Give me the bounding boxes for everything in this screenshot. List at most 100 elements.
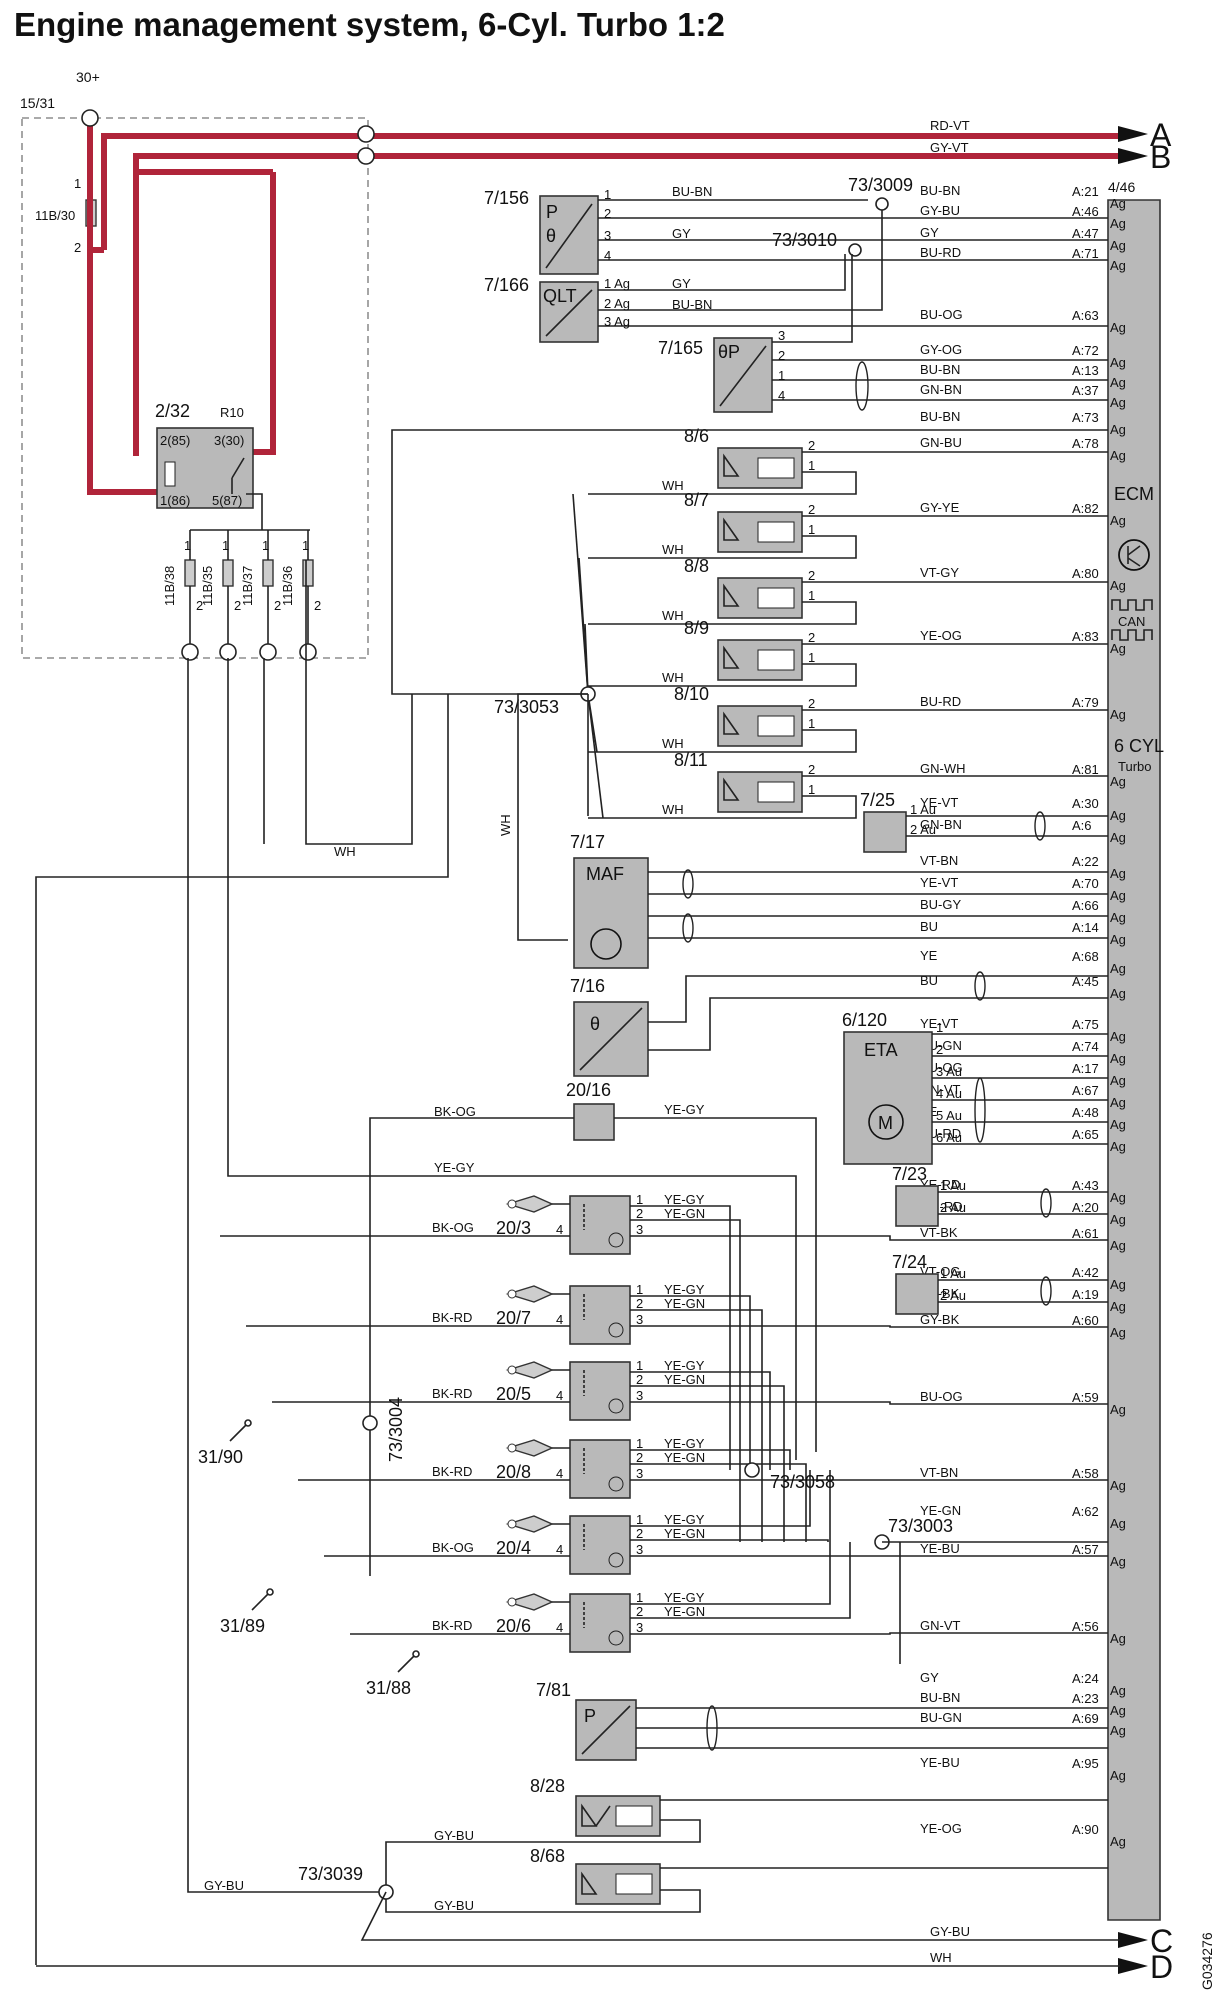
relay-pin-86: 1(86) (160, 493, 190, 508)
injector-wh: WH (662, 542, 684, 557)
ecm-pin-label: A:6 (1072, 818, 1092, 833)
capacitor-wires (369, 1117, 817, 1576)
injector-label: 8/7 (684, 490, 709, 510)
ecm-pin-label: A:23 (1072, 1691, 1099, 1706)
fuse-pin: 2 (314, 598, 321, 613)
sensor-diagonal (545, 203, 593, 269)
coil-pin: 1 (636, 1358, 643, 1373)
red-wire-relay-switch (246, 172, 276, 455)
ecm-pin-label: A:21 (1072, 184, 1099, 199)
ecm-wire-color: GY-OG (920, 342, 962, 357)
coil-wire-3 (630, 1235, 1108, 1241)
splice-3039-label: 73/3039 (298, 1864, 363, 1884)
c717-label: 7/17 (570, 832, 605, 852)
coil-wire-label: YE-GN (664, 1296, 705, 1311)
wire-wh-label: WH (334, 844, 356, 859)
output-wire-color: WH (930, 1950, 952, 1965)
c828-label: 8/28 (530, 1776, 565, 1796)
injector-pin: 2 (808, 438, 815, 453)
injector-symbol (723, 645, 740, 669)
coil-label: 20/5 (496, 1384, 531, 1404)
ecm-pin-label: A:20 (1072, 1200, 1099, 1215)
injector-label: 8/6 (684, 426, 709, 446)
output-letter: D (1150, 1949, 1173, 1985)
coil-wire-1 (630, 1205, 731, 1470)
injector-label: 8/8 (684, 556, 709, 576)
sensor-7-156-wires (598, 199, 1108, 261)
wire-ye-gy-trunk: YE-GY (434, 1160, 475, 1175)
ecm-pin-label: A:90 (1072, 1822, 1099, 1837)
sensor-diagonal (545, 289, 593, 337)
ecm-pin-label: A:58 (1072, 1466, 1099, 1481)
ecm-wire-color: GN-BN (920, 382, 962, 397)
ecm-pin-label: A:14 (1072, 920, 1099, 935)
coil-pin: 4 (556, 1222, 563, 1237)
pin4: 4 (778, 388, 785, 403)
coil-wire-1 (630, 1470, 811, 1527)
relay-out-wire (246, 493, 263, 530)
splice-73-3004: 73/3004 (362, 1397, 406, 1462)
ecm-pin-suffix: Ag (1110, 910, 1126, 925)
coil-label: 20/4 (496, 1538, 531, 1558)
ecm-pin-suffix: Ag (1110, 1277, 1126, 1292)
plug-tip (507, 1199, 517, 1209)
ecm-pin-suffix: Ag (1110, 1029, 1126, 1044)
splice-3004-dot (362, 1415, 378, 1431)
coil-transistor-icon (608, 1552, 624, 1568)
can-waveform-bottom (1111, 629, 1153, 641)
injector-pin: 2 (808, 762, 815, 777)
pedal-pin: 2 Au (940, 1200, 966, 1215)
ecm-pin-suffix: Ag (1110, 1139, 1126, 1154)
ecm-pin-label: A:71 (1072, 246, 1099, 261)
output-arrow (1118, 1932, 1148, 1948)
fuse-label: 11B/36 (280, 566, 295, 606)
ecm-pin-label: A:42 (1072, 1265, 1099, 1280)
output-wire-color: GY-BU (930, 1924, 970, 1939)
sensor-7-25-wires (906, 815, 1108, 837)
coil-pin: 4 (556, 1542, 563, 1557)
c7156-label: 7/156 (484, 188, 529, 208)
injector-label: 8/10 (674, 684, 709, 704)
page-title: Engine management system, 6-Cyl. Turbo 1… (14, 6, 725, 43)
ecm-pin-label: A:75 (1072, 1017, 1099, 1032)
valve-8-68-wires (385, 1867, 1108, 1913)
ecm-pin-suffix: Ag (1110, 1631, 1126, 1646)
ecm-wire-color: VT-BN (920, 1465, 958, 1480)
ecm-pin-label: A:37 (1072, 383, 1099, 398)
injector-pin: 1 (808, 458, 815, 473)
splice-73-3053: 73/3053 WH WH (35, 429, 1108, 1965)
relay-coil (164, 461, 176, 487)
plug-tip (507, 1443, 517, 1453)
ecm-pin-label: A:62 (1072, 1504, 1099, 1519)
output-arrow (1118, 148, 1148, 164)
ecm-pin-label: A:69 (1072, 1711, 1099, 1726)
coil-pin: 3 (636, 1312, 643, 1327)
fuse-junction (259, 643, 277, 661)
c781-label: 7/81 (536, 1680, 571, 1700)
ecm-wire-color: BU-BN (920, 409, 960, 424)
coil-transistor-icon (608, 1630, 624, 1646)
injector-coil (757, 587, 795, 609)
ground-label: 31/88 (366, 1678, 411, 1698)
injector-fan (584, 623, 589, 695)
splice-3010-label: 73/3010 (772, 230, 837, 250)
coil-wire-3 (630, 1401, 1108, 1405)
sensor-7-16: 7/16 θ (570, 971, 1108, 1077)
ecm-pin-label: A:65 (1072, 1127, 1099, 1142)
ecm-pin-label: A:72 (1072, 343, 1099, 358)
injector-symbol (723, 517, 740, 541)
injector-pin: 1 (808, 588, 815, 603)
pedal-wires (938, 1191, 1108, 1215)
fuse-pin-2: 2 (74, 240, 81, 255)
twisted-pair (855, 361, 869, 411)
twisted-pair (1040, 1188, 1052, 1218)
plug-tip (507, 1365, 517, 1375)
wire-bu-bn-label: BU-BN (672, 184, 712, 199)
pin2: 2 (778, 348, 785, 363)
coil-wire-1 (630, 1371, 771, 1470)
capacitor-body (573, 1103, 615, 1141)
ecm-wire-color: VT-BN (920, 853, 958, 868)
capacitor-20-16: 20/16 BK-OG YE-GY (369, 1080, 817, 1576)
sensor-7-81: 7/81 P (536, 1680, 1108, 1761)
c7166-label: 7/166 (484, 275, 529, 295)
